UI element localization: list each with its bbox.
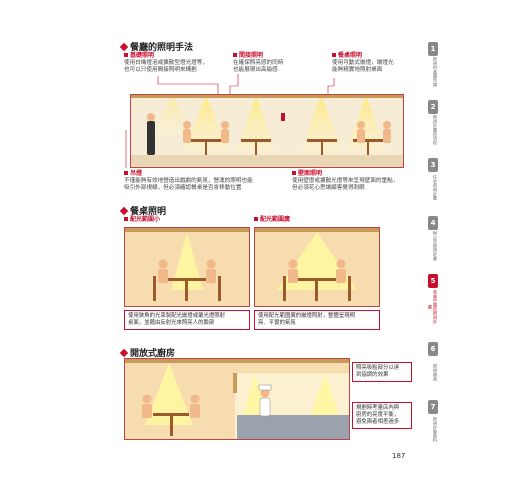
chapter-tab-3[interactable]: 3 [428, 158, 438, 172]
narrow-beam-svg [125, 228, 249, 306]
chapter-tab-6[interactable]: 6 [428, 342, 438, 356]
section-title-text: 開放式廚房 [130, 349, 176, 359]
wide-beam-scene [254, 227, 380, 307]
wide-beam-svg [255, 228, 379, 306]
diamond-bullet-icon [119, 42, 129, 51]
label-narrow-beam: 配光範圍小 [124, 216, 160, 224]
chapter-tab-7[interactable]: 7 [428, 400, 438, 414]
narrow-beam-scene [124, 227, 250, 307]
section-title-text: 餐桌照明 [130, 207, 167, 217]
chapter-tab-4[interactable]: 4 [428, 216, 438, 230]
chapter-tab-5-text: 商業空間的照明計畫 [428, 290, 438, 324]
label-base-lighting: 基礎照明 使用白熾燈泡或擴散型燈光燈等， 也可以只使用間接照明來構劃 [124, 52, 208, 73]
red-square-icon [124, 53, 128, 57]
diamond-bullet-icon [119, 348, 129, 357]
label-wide-beam: 配光範圍廣 [254, 216, 290, 224]
chapter-tab-6-text: 照明器具 [433, 363, 438, 381]
restaurant-scene-svg [131, 95, 403, 167]
section-title-open-kitchen: 開放式廚房 [119, 346, 176, 359]
diamond-bullet-icon [119, 206, 129, 215]
label-indirect-lighting: 間接照明 在確保照亮感的同時 也能展現出高級感 [233, 52, 284, 73]
chapter-tab-3-text: 住宅照明計畫 [433, 175, 438, 201]
open-kitchen-scene [124, 358, 350, 440]
chapter-tab-7-text: 照明計算資料 [433, 417, 438, 443]
kitchen-note-2: 規劃時考量店內與 廚房的亮度平衡， 避免兩者相差過多 [352, 402, 412, 429]
chapter-tab-2-text: 照明計畫的流程 [433, 115, 438, 145]
red-square-icon [124, 217, 128, 221]
wide-beam-note: 使用配光範圍廣的嵌燈照射，整體呈現明 亮、平實的氣氛 [254, 310, 380, 330]
chapter-tab-5-active[interactable]: 5 [428, 274, 438, 288]
red-square-icon [292, 171, 296, 175]
red-square-icon [124, 171, 128, 175]
section-title-lighting-methods: 餐廳的照明手法 [119, 40, 194, 53]
label-wall-lighting: 壁面照明 使用壁燈或擴散光燈等來呈現壁面的重點， 但必須花心思讓顧客覺得刺眼 [292, 170, 399, 191]
restaurant-scene-illustration [130, 94, 404, 168]
label-table-lighting: 餐桌照明 使用可動式嵌燈，讓燈光 能夠精實地照射桌面 [332, 52, 394, 73]
narrow-beam-note: 使用狹角的光束製配光嵌燈或聚光燈照射 桌面，並藉由反射光來照亮人的臉部 [124, 310, 250, 330]
red-square-icon [332, 53, 336, 57]
section-title-text: 餐廳的照明手法 [130, 43, 194, 53]
red-square-icon [254, 217, 258, 221]
chapter-tab-2[interactable]: 2 [428, 100, 438, 114]
red-square-icon [233, 53, 237, 57]
page-number: 187 [392, 452, 406, 460]
kitchen-note-1: 照亮吸點部分以達 到協調的效果 [352, 362, 412, 382]
chapter-tab-1[interactable]: 1 [428, 42, 438, 56]
label-pendant: 吊燈 不僅能夠有效地營造出戲劇的氣氛，營運的照明也能 吸引外部視線，但必須確認餐… [124, 170, 253, 191]
open-kitchen-svg [125, 359, 349, 439]
chapter-tab-4-text: 辦公室照明計畫 [433, 231, 438, 261]
chapter-tab-1-text: 照明的基礎知識 [433, 57, 438, 87]
section-title-table-lighting: 餐桌照明 [119, 204, 167, 217]
